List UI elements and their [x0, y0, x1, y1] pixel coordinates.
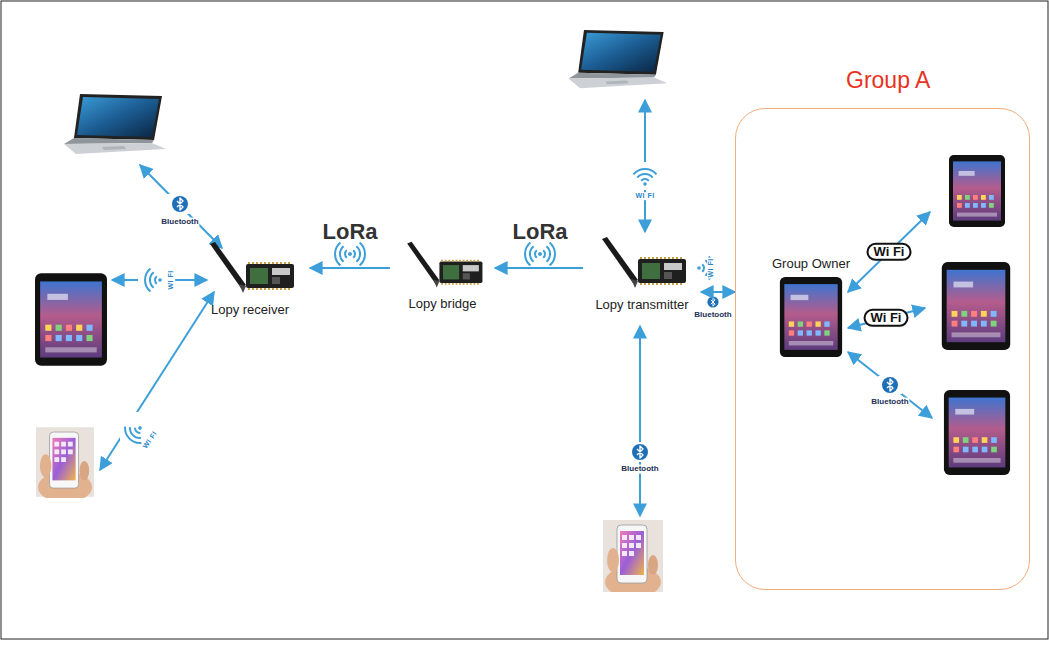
lora-link — [495, 267, 583, 269]
wifi-signal-icon — [697, 257, 714, 280]
lora-label: LoRa — [513, 220, 568, 244]
wifi-signal-icon — [145, 269, 162, 292]
lora-link — [310, 267, 390, 269]
phone-photo — [36, 427, 94, 502]
page-frame — [1, 1, 1048, 639]
laptop-icon — [568, 30, 667, 88]
device-icon — [200, 240, 300, 298]
bluetooth-icon — [882, 377, 898, 393]
tablet-icon — [942, 262, 1010, 350]
bluetooth-label: Bluetooth — [160, 218, 199, 227]
wifi-signal-icon — [634, 169, 657, 186]
wifi-label: WI FI — [167, 269, 175, 290]
laptop-icon — [64, 94, 166, 154]
phone-photo — [603, 520, 663, 598]
group-title: Group A — [846, 67, 930, 94]
bluetooth-label: Bluetooth — [693, 311, 732, 320]
tablet-icon — [949, 155, 1005, 227]
lopy-node: Lopy bridge — [390, 240, 495, 311]
device-icon — [592, 235, 692, 293]
tablet-icon — [944, 390, 1010, 475]
link-line — [848, 352, 932, 418]
device-icon — [776, 277, 846, 357]
lora-link — [701, 291, 735, 293]
link-line — [848, 308, 925, 328]
link-line — [140, 165, 222, 248]
link-line — [848, 212, 930, 292]
bluetooth-label: Bluetooth — [870, 398, 909, 407]
group-region: Group AGroup Owner — [735, 108, 1030, 590]
lopy-node: Lopy transmitter — [583, 235, 701, 312]
node-label: Lopy bridge — [390, 296, 495, 311]
lora-label: LoRa — [323, 220, 378, 244]
bluetooth-icon — [172, 196, 188, 212]
lora-signal-icon — [348, 243, 365, 266]
lopy-node: Lopy receiver — [190, 240, 310, 317]
link-line — [100, 292, 214, 470]
protocol-badges — [120, 162, 902, 462]
bluetooth-label: Bluetooth — [620, 465, 659, 474]
device-icon — [398, 240, 488, 292]
wifi-label: WI FI — [141, 429, 159, 451]
bluetooth-icon — [632, 444, 648, 460]
node-label: Lopy transmitter — [583, 297, 701, 312]
link-line — [639, 326, 641, 516]
node-label: Lopy receiver — [190, 302, 310, 317]
wifi-label: WI FI — [634, 192, 655, 200]
wifi-label: WI FI — [707, 257, 715, 278]
bluetooth-icon — [707, 296, 718, 307]
wifi-logo-label: Wi Fi — [864, 309, 909, 327]
leader-lines — [100, 100, 932, 516]
device-illustrations — [35, 30, 1010, 598]
tablet-icon — [35, 273, 107, 366]
node-label: Group Owner — [761, 256, 861, 271]
tablet-node: Group Owner — [761, 256, 861, 357]
wifi-logo-label: Wi Fi — [867, 243, 912, 261]
lora-signal-icon — [538, 243, 555, 266]
